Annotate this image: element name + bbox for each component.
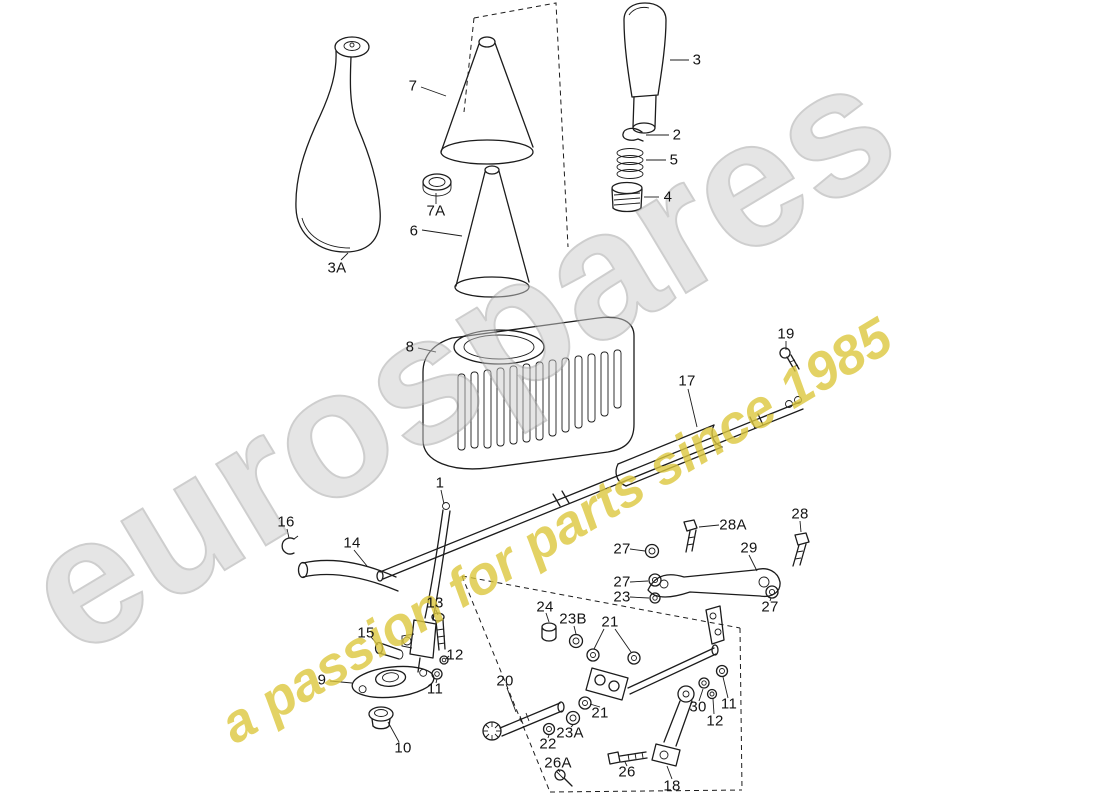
dashed-box-top [463,2,569,248]
shift-rod-17-drawing [376,396,804,582]
connecting-rod-drawing [627,605,725,695]
ring-23b-drawing [568,633,584,649]
bolt-28-drawing [792,532,810,567]
threaded-plug-4-drawing [611,181,643,213]
washer-27-mid-drawing [648,573,662,587]
spring-5-drawing [616,148,644,179]
washer-12-left-drawing [439,655,449,665]
gear-knob-3-drawing [623,2,667,134]
washer-12-right-drawing [706,688,718,700]
link-lever-18-drawing [651,685,695,767]
bolt-28a-drawing [683,519,698,553]
mount-flange-9-drawing [351,665,435,699]
leader-lines [286,59,802,780]
bolt-26-drawing [607,751,648,765]
shifter-housing-8-drawing [422,316,635,470]
nut-24-drawing [541,622,557,642]
relay-arm-29-drawing [647,568,781,598]
bolt-13-drawing [431,612,446,651]
bearing-block-21-drawing [578,648,641,710]
boot-cone-6-drawing [454,165,530,298]
bushing-10-drawing [368,706,394,730]
clip-16-drawing [281,535,299,555]
gear-knob-3a-drawing [295,36,381,261]
guide-tube-14-drawing [297,559,399,592]
boot-cone-7-drawing [440,36,534,165]
ring-7a-drawing [422,173,452,197]
dashed-box-bottom [461,575,743,793]
washer-11-right-drawing [715,664,729,678]
ring-23a-drawing [565,710,581,726]
washer-27-right-drawing [765,585,779,599]
washer-27-top-drawing [644,543,660,559]
shift-lever-1-drawing [401,502,451,673]
washer-22-drawing [542,722,556,736]
clip-2-drawing [622,127,644,142]
pin-15-drawing [374,641,404,660]
bolt-19-drawing [779,347,800,372]
selector-shaft-20-drawing [482,701,565,741]
bolt-26a-drawing [554,769,573,787]
washer-30-drawing [698,677,710,689]
